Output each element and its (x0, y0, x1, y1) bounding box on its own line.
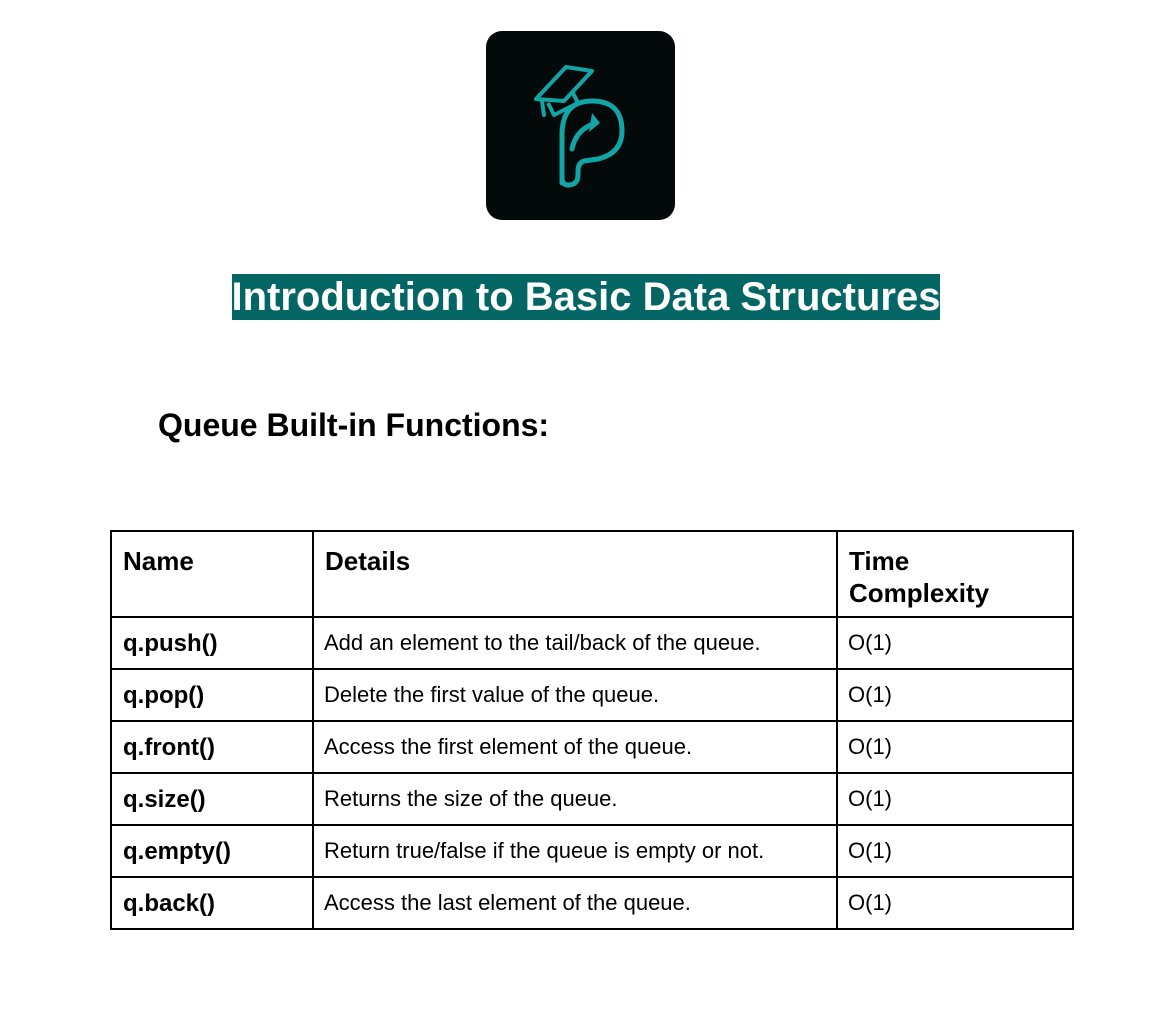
function-time: O(1) (836, 876, 1074, 930)
function-time: O(1) (836, 772, 1074, 826)
app-logo (486, 31, 675, 220)
function-time: O(1) (836, 668, 1074, 722)
header-details: Details (312, 530, 838, 618)
function-details: Delete the first value of the queue. (312, 668, 838, 722)
header-name: Name (110, 530, 314, 618)
function-name: q.size() (110, 772, 314, 826)
function-details: Access the last element of the queue. (312, 876, 838, 930)
function-time: O(1) (836, 616, 1074, 670)
function-time: O(1) (836, 824, 1074, 878)
function-name: q.back() (110, 876, 314, 930)
header-time-line2: Complexity (849, 578, 990, 608)
function-name: q.pop() (110, 668, 314, 722)
table-row: q.size() Returns the size of the queue. … (110, 772, 1074, 826)
table-row: q.push() Add an element to the tail/back… (110, 616, 1074, 670)
graduation-cap-p-arrow-icon (534, 65, 625, 188)
table-row: q.back() Access the last element of the … (110, 876, 1074, 930)
table-row: q.front() Access the first element of th… (110, 720, 1074, 774)
function-details: Return true/false if the queue is empty … (312, 824, 838, 878)
function-time: O(1) (836, 720, 1074, 774)
table-row: q.pop() Delete the first value of the qu… (110, 668, 1074, 722)
title-container: Introduction to Basic Data Structures (0, 274, 1172, 320)
function-name: q.empty() (110, 824, 314, 878)
function-details: Access the first element of the queue. (312, 720, 838, 774)
function-details: Add an element to the tail/back of the q… (312, 616, 838, 670)
function-details: Returns the size of the queue. (312, 772, 838, 826)
page-title: Introduction to Basic Data Structures (231, 274, 941, 320)
function-name: q.front() (110, 720, 314, 774)
header-time-line1: Time (849, 546, 910, 576)
function-name: q.push() (110, 616, 314, 670)
table-row: q.empty() Return true/false if the queue… (110, 824, 1074, 878)
section-heading: Queue Built-in Functions: (158, 407, 550, 443)
